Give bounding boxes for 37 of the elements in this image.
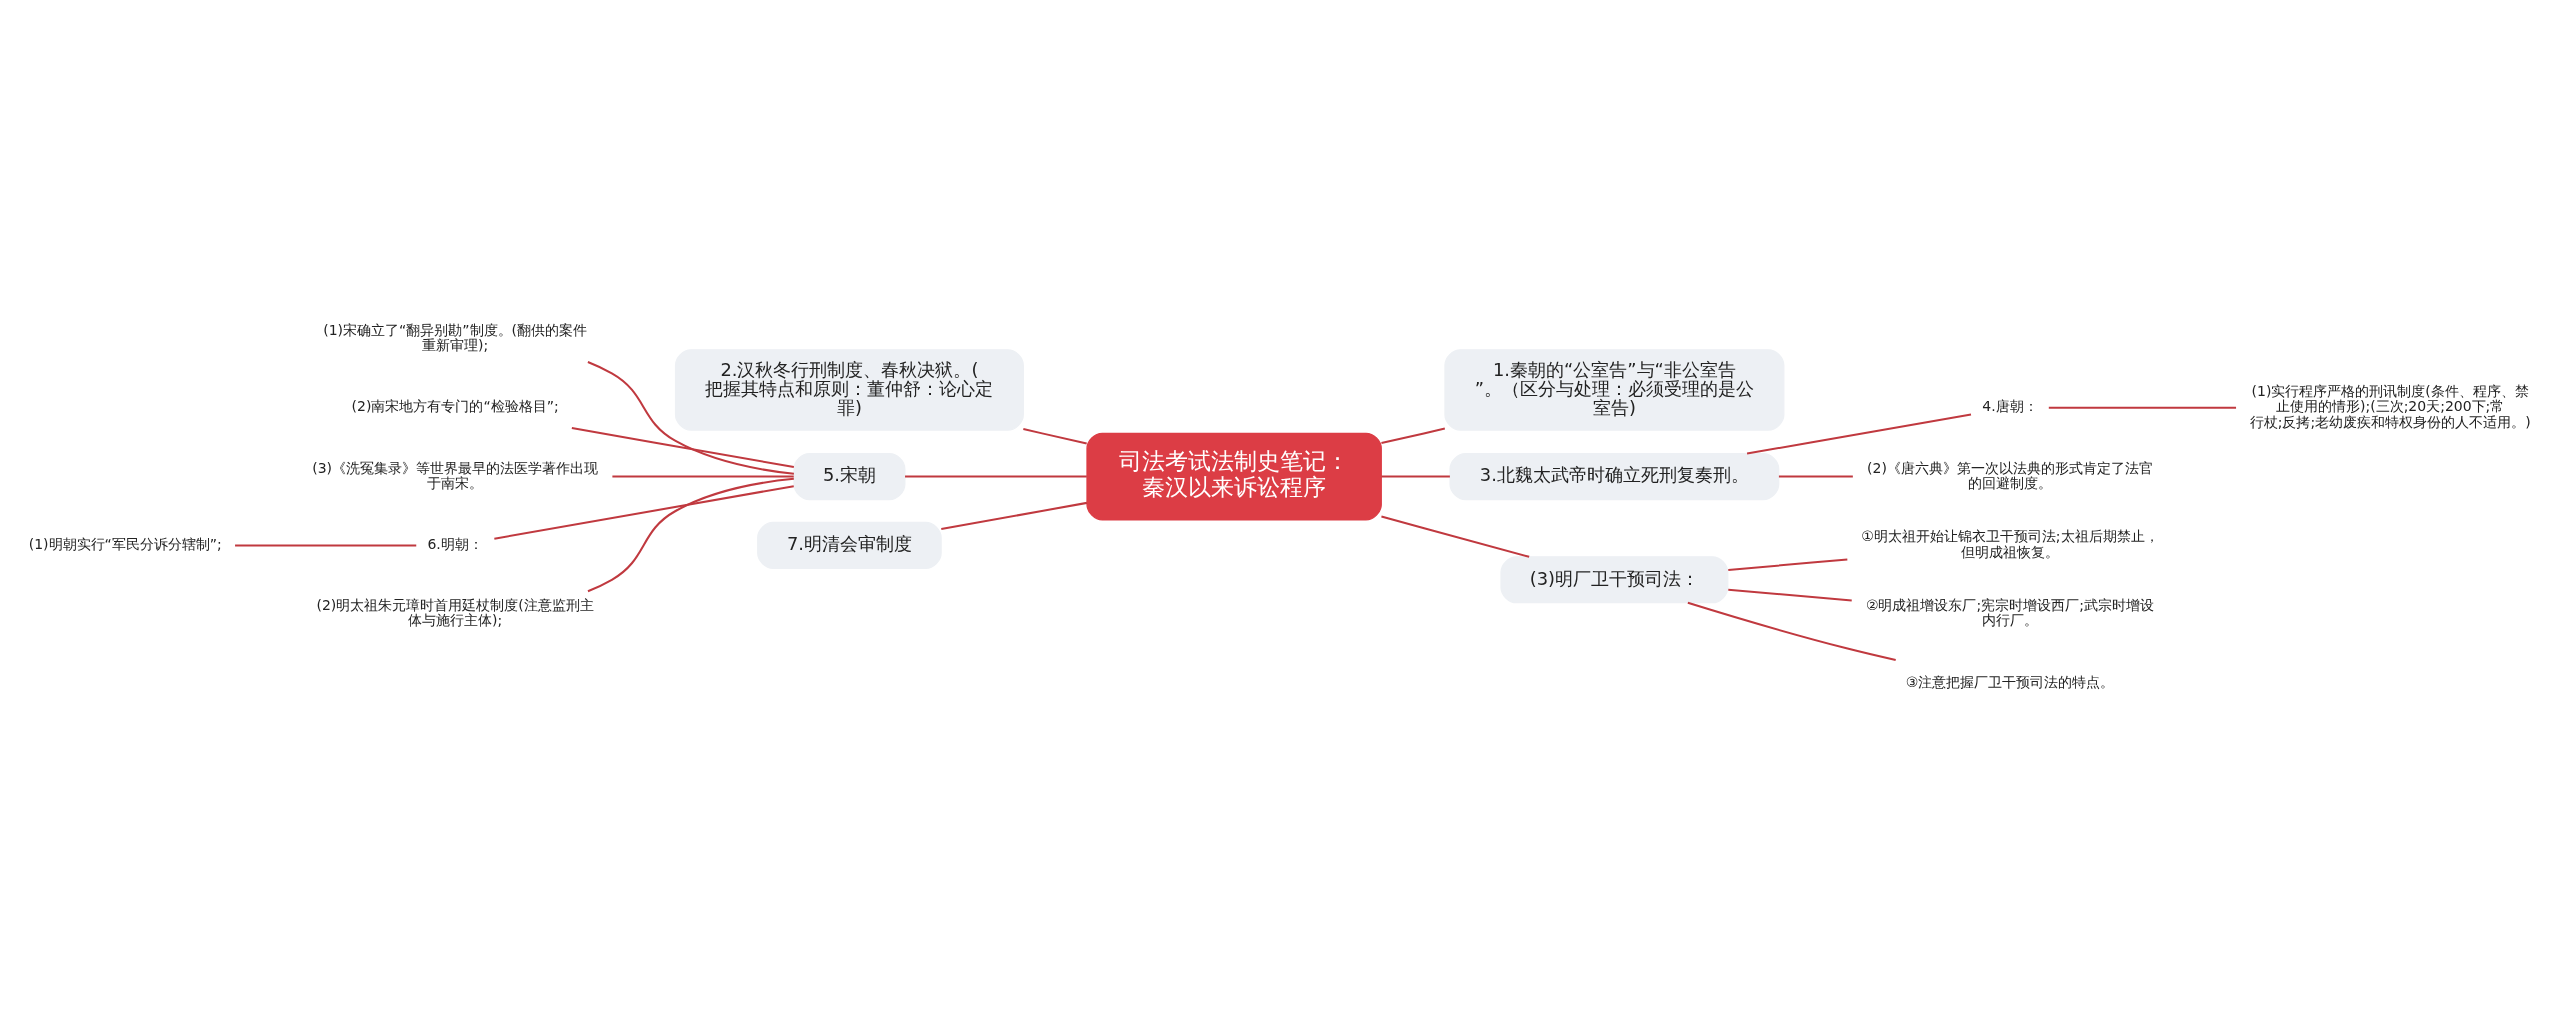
connector	[235, 544, 417, 547]
node-text: (1)实行程序严格的刑讯制度(条件、程序、禁止使用的情形);(三次;20天;200下;常行杖;反拷;老幼废疾和特权身份的人不适用。)	[2249, 383, 2531, 430]
node-box: 7.明清会审制度	[757, 521, 942, 569]
node-text: ①明太祖开始让锦衣卫干预司法;太祖后期禁止，但明成祖恢复。	[1861, 528, 2159, 560]
node-text: ③注意把握厂卫干预司法的特点。	[1905, 673, 2115, 690]
node-text: (2)《唐六典》第一次以法典的形式肯定了法官的回避制度。	[1867, 459, 2153, 491]
node-box: 5.宋朝	[793, 453, 906, 501]
connector	[587, 477, 794, 593]
connector	[1381, 515, 1530, 558]
connector	[1728, 588, 1852, 602]
node-text: 4.唐朝：	[1982, 398, 2038, 415]
connector	[941, 501, 1088, 531]
node-box: (3)明厂卫干预司法：	[1500, 556, 1729, 604]
connector	[1381, 427, 1446, 445]
connector	[1778, 475, 1853, 478]
connector	[1746, 413, 1972, 455]
node-box: 2.汉秋冬行刑制度、春秋决狱。(把握其特点和原则：董仲舒：论心定罪)	[674, 349, 1024, 431]
node-text: (2)南宋地方有专门的“检验格目”;	[351, 398, 559, 415]
node-box: 3.北魏太武帝时确立死刑复奏刑。	[1449, 453, 1780, 501]
connector	[1728, 558, 1848, 571]
connector	[1381, 475, 1450, 478]
node-text: (2)明太祖朱元璋时首用廷杖制度(注意监刑主体与施行主体);	[316, 597, 594, 629]
connector	[1023, 428, 1087, 445]
node-text: 6.明朝：	[427, 535, 483, 552]
node-text: ②明成祖增设东厂;宪宗时增设西厂;武宗时增设内行厂。	[1865, 597, 2154, 629]
connector	[1687, 601, 1896, 662]
connector	[612, 475, 794, 478]
node-text: (1)宋确立了“翻异别勘”制度。(翻供的案件重新审理);	[323, 321, 588, 354]
node-text: (3)《洗冤集录》等世界最早的法医学著作出现于南宋。	[312, 459, 599, 491]
connector	[587, 361, 794, 475]
connector	[905, 475, 1087, 478]
node-box: 司法考试法制史笔记：秦汉以来诉讼程序	[1086, 432, 1382, 521]
connector	[571, 427, 795, 469]
node-box: 1.秦朝的“公室告”与“非公室告”。（区分与处理：必须受理的是公室告)	[1444, 349, 1785, 431]
connector	[2048, 406, 2237, 409]
connector	[494, 485, 794, 540]
node-text: (1)明朝实行“军民分诉分辖制”;	[28, 535, 222, 552]
